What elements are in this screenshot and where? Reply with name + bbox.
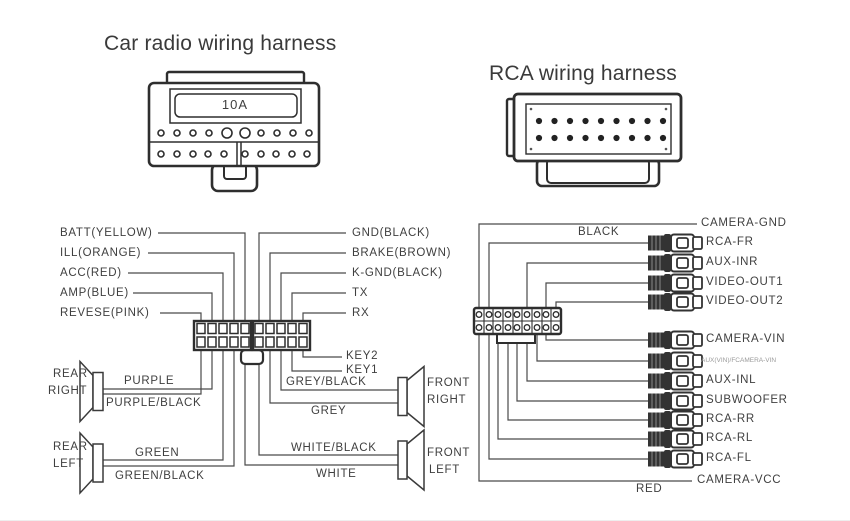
label-wire-black: BLACK	[578, 226, 620, 238]
rca-jack-icon-camera-vin	[647, 330, 703, 350]
rca-jack-icon-subwoofer	[647, 391, 703, 411]
wire-camera-vcc	[478, 334, 692, 482]
label-wire-grey: GREY	[311, 405, 347, 417]
wire-grey-black	[280, 350, 400, 391]
label-camera-vcc: CAMERA-VCC	[697, 474, 782, 486]
wire-aux-vin-fcamera	[536, 334, 650, 362]
wire-revese-pink	[160, 312, 202, 321]
wire-gnd-black	[258, 232, 346, 321]
label-gnd: GND(BLACK)	[352, 227, 430, 239]
rca-jack-icon-aux-inr	[647, 253, 703, 273]
wire-rca-fl	[488, 334, 650, 460]
fuse-label: 10A	[221, 97, 249, 112]
wire-camera-vin	[545, 334, 650, 341]
label-wire-purple: PURPLE	[124, 375, 175, 387]
wire-grey	[269, 350, 400, 404]
label-speaker-rear-left-2: LEFT	[53, 458, 84, 470]
rca-jack-icon-video-out2	[647, 292, 703, 312]
wire-green	[100, 350, 224, 461]
label-camera-gnd: CAMERA-GND	[701, 217, 787, 229]
label-acc: ACC(RED)	[60, 267, 122, 279]
label-speaker-front-right-1: FRONT	[427, 377, 471, 389]
rca-jack-icon-rca-rl	[647, 429, 703, 449]
label-aux-inl: AUX-INL	[706, 374, 757, 386]
title-rca-harness: RCA wiring harness	[489, 62, 678, 85]
label-wire-green: GREEN	[135, 447, 180, 459]
label-wire-green-black: GREEN/BLACK	[115, 470, 205, 482]
label-aux-vin-fcamera: AUX(VIN)/FCAMERA-VIN	[701, 357, 777, 364]
label-speaker-rear-left-1: REAR	[53, 441, 88, 453]
label-ill: ILL(ORANGE)	[60, 247, 142, 259]
wire-video-out2	[555, 301, 650, 308]
wire-green-black	[100, 350, 235, 467]
wire-rca-rr	[507, 334, 650, 421]
label-rca-fl: RCA-FL	[706, 452, 752, 464]
label-key1: KEY1	[346, 364, 379, 376]
speaker-front-left-icon	[397, 429, 425, 491]
wire-amp-blue	[133, 292, 213, 321]
wire-subwoofer	[516, 334, 650, 402]
radio-harness-connector-icon	[147, 70, 321, 193]
label-speaker-rear-right-1: REAR	[53, 368, 88, 380]
label-brake: BRAKE(BROWN)	[352, 247, 452, 259]
label-camera-vin: CAMERA-VIN	[706, 333, 786, 345]
label-amp: AMP(BLUE)	[60, 287, 129, 299]
label-wire-grey-black: GREY/BLACK	[286, 376, 367, 388]
wire-key1	[291, 350, 342, 372]
label-revese: REVESE(PINK)	[60, 307, 150, 319]
rca-plug-block-icon	[472, 306, 563, 344]
rca-jack-icon-rca-fr	[647, 233, 703, 253]
wire-purple-black	[100, 350, 202, 395]
wire-aux-inr	[526, 262, 650, 308]
wire-brake-brown	[269, 252, 346, 321]
label-rca-rr: RCA-RR	[706, 413, 755, 425]
rca-jack-icon-aux-vin	[647, 351, 703, 371]
wire-purple	[100, 350, 213, 390]
label-speaker-rear-right-2: RIGHT	[48, 385, 88, 397]
label-kgnd: K-GND(BLACK)	[352, 267, 443, 279]
label-rca-fr: RCA-FR	[706, 236, 754, 248]
rca-jack-icon-aux-inl	[647, 371, 703, 391]
wire-acc-red	[128, 272, 224, 321]
wire-ill-orange	[148, 252, 235, 321]
label-wire-white-black: WHITE/BLACK	[291, 442, 377, 454]
wire-batt-yellow	[158, 232, 246, 321]
label-wire-purple-black: PURPLE/BLACK	[106, 397, 202, 409]
label-subwoofer: SUBWOOFER	[706, 394, 788, 406]
wire-kgnd-black	[280, 272, 346, 321]
title-radio-harness: Car radio wiring harness	[104, 32, 337, 55]
wire-rx	[302, 312, 346, 321]
wire-white	[244, 350, 400, 466]
label-speaker-front-left-1: FRONT	[427, 447, 471, 459]
wire-aux-inl	[526, 334, 650, 382]
wire-camera-gnd	[478, 223, 697, 308]
speaker-front-right-icon	[397, 365, 425, 428]
label-tx: TX	[352, 287, 369, 299]
label-rx: RX	[352, 307, 370, 319]
label-video-out2: VIDEO-OUT2	[706, 295, 784, 307]
wire-rca-fr	[488, 242, 650, 308]
rca-harness-connector-icon	[505, 92, 683, 188]
wire-white-black	[258, 350, 400, 456]
wire-video-out1	[545, 282, 650, 308]
rca-jack-icon-rca-rr	[647, 410, 703, 430]
label-video-out1: VIDEO-OUT1	[706, 276, 784, 288]
label-wire-white: WHITE	[316, 468, 357, 480]
label-wire-red: RED	[636, 483, 663, 495]
label-batt: BATT(YELLOW)	[60, 227, 153, 239]
wire-tx	[291, 292, 346, 321]
label-rca-rl: RCA-RL	[706, 432, 754, 444]
rca-jack-icon-rca-fl	[647, 449, 703, 469]
wire-key2	[302, 350, 342, 358]
rca-jack-icon-video-out1	[647, 273, 703, 293]
wire-rca-rl	[497, 334, 650, 440]
label-speaker-front-right-2: RIGHT	[427, 394, 467, 406]
radio-plug-block-icon	[192, 319, 312, 366]
label-speaker-front-left-2: LEFT	[429, 464, 460, 476]
label-key2: KEY2	[346, 350, 379, 362]
label-aux-inr: AUX-INR	[706, 256, 759, 268]
